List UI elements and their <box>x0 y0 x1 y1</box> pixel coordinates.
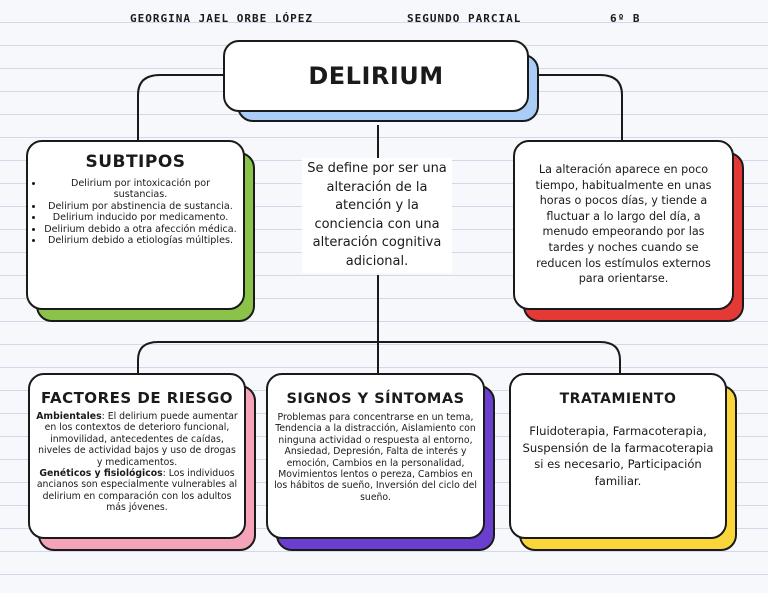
factores-card: FACTORES DE RIESGO Ambientales: El delir… <box>28 373 256 551</box>
list-item: Delirium por abstinencia de sustancia. <box>44 201 237 212</box>
connector-left <box>137 74 223 143</box>
header: GEORGINA JAEL ORBE LÓPEZ SEGUNDO PARCIAL… <box>0 12 768 30</box>
factores-title: FACTORES DE RIESGO <box>40 389 234 407</box>
subtipos-title: SUBTIPOS <box>85 152 186 172</box>
alteracion-text: La alteración aparece en poco tiempo, ha… <box>535 163 712 286</box>
geneticos-label: Genéticos y fisiológicos <box>39 468 163 480</box>
connector-right <box>530 74 623 143</box>
geneticos-text: : Los individuos ancianos son especialme… <box>36 468 238 514</box>
subtipos-card-box: SUBTIPOS Delirium por intoxicación por s… <box>26 140 245 310</box>
factores-text: Ambientales: El delirium puede aumentar … <box>35 411 239 514</box>
tratamiento-title: TRATAMIENTO <box>559 391 677 407</box>
group-label: 6º B <box>610 12 641 25</box>
signos-card-box: SIGNOS Y SÍNTOMAS Problemas para concent… <box>266 373 485 539</box>
signos-text: Problemas para concentrarse en un tema, … <box>274 412 477 503</box>
factores-card-box: FACTORES DE RIESGO Ambientales: El delir… <box>28 373 246 539</box>
list-item: Delirium inducido por medicamento. <box>44 212 237 223</box>
alteracion-card-box: La alteración aparece en poco tiempo, ha… <box>513 140 734 310</box>
author-name: GEORGINA JAEL ORBE LÓPEZ <box>130 12 313 25</box>
exam-label: SEGUNDO PARCIAL <box>407 12 522 25</box>
list-item: Delirium por intoxicación por sustancias… <box>44 178 237 201</box>
tratamiento-text: Fluidoterapia, Farmacoterapia, Suspensió… <box>522 424 714 488</box>
alteracion-card: La alteración aparece en poco tiempo, ha… <box>513 140 744 322</box>
ambientales-label: Ambientales <box>36 411 102 422</box>
signos-title: SIGNOS Y SÍNTOMAS <box>286 391 465 407</box>
ambientales-text: : El delirium puede aumentar en los cont… <box>38 411 238 468</box>
title-card-box: DELIRIUM <box>223 40 529 112</box>
tratamiento-card: TRATAMIENTO Fluidoterapia, Farmacoterapi… <box>509 373 737 551</box>
list-item: Delirium debido a otra afección médica. <box>44 224 237 235</box>
subtipos-card: SUBTIPOS Delirium por intoxicación por s… <box>26 140 255 322</box>
definition-text: Se define por ser una alteración de la a… <box>302 158 452 273</box>
signos-card: SIGNOS Y SÍNTOMAS Problemas para concent… <box>266 373 495 551</box>
title-card: DELIRIUM <box>223 40 539 122</box>
list-item: Delirium debido a etiologías múltiples. <box>44 235 237 246</box>
tratamiento-card-box: TRATAMIENTO Fluidoterapia, Farmacoterapi… <box>509 373 727 539</box>
connector-bottom <box>137 341 621 375</box>
subtipos-list: Delirium por intoxicación por sustancias… <box>28 178 243 246</box>
main-title: DELIRIUM <box>308 62 444 90</box>
